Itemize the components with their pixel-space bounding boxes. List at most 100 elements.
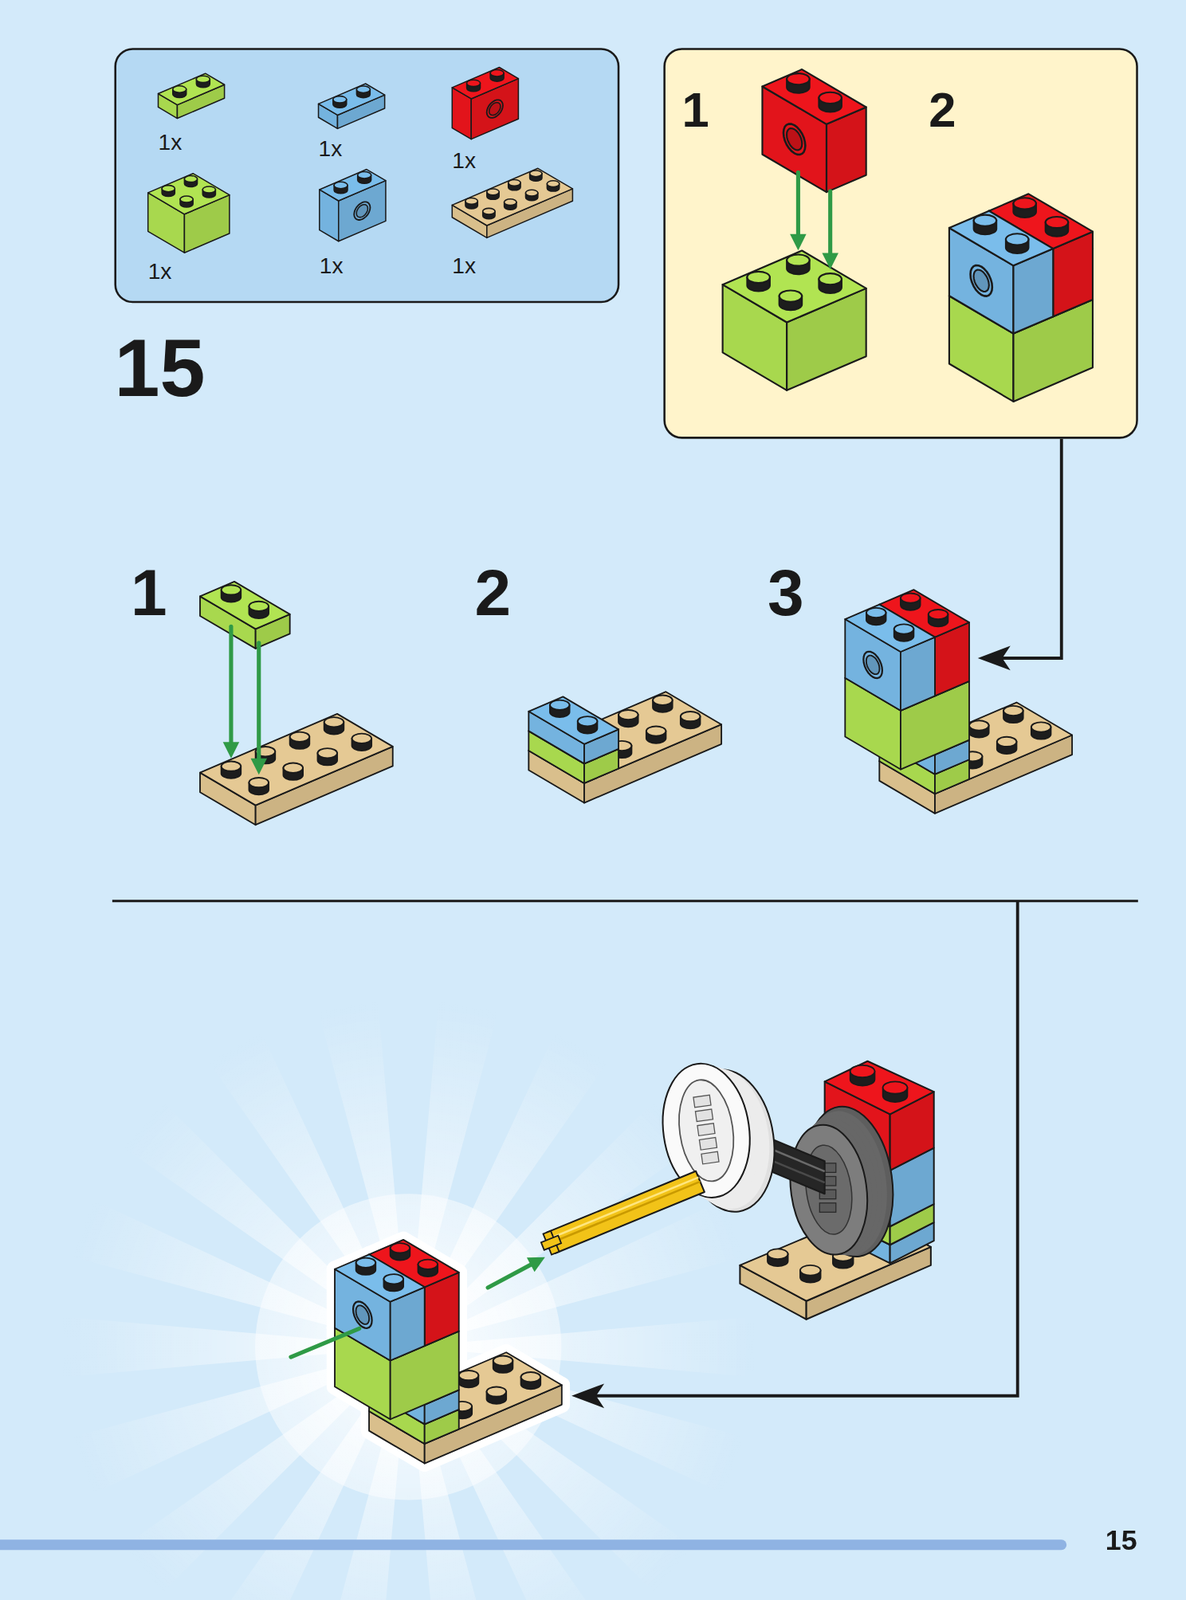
stud-top <box>483 208 495 215</box>
callout-step-number: 1 <box>681 86 709 135</box>
stud-top <box>680 711 701 722</box>
stud-top <box>493 1356 514 1367</box>
stud-top <box>521 1372 542 1383</box>
motion-arrowhead <box>789 234 806 251</box>
brick-face <box>200 581 291 629</box>
brick-face <box>424 1385 562 1464</box>
stud-top <box>490 69 504 76</box>
pulley-hub <box>697 1123 715 1137</box>
stud-top <box>248 777 269 788</box>
stud-top <box>767 1248 789 1260</box>
pulley-hub <box>695 1109 713 1123</box>
stud-top <box>324 717 345 727</box>
stud-top <box>530 170 542 177</box>
stud-top <box>383 1274 404 1285</box>
step-number: 15 <box>113 327 205 409</box>
stud-top <box>493 1356 514 1367</box>
axle-end <box>538 1229 565 1257</box>
stud-top <box>465 198 478 205</box>
stud-top <box>467 79 481 87</box>
brick-face <box>334 1254 425 1302</box>
stud-top <box>202 186 216 193</box>
page-number: 15 <box>1105 1527 1138 1556</box>
panel-illustration <box>116 50 618 302</box>
stud-top <box>390 1243 411 1253</box>
stud-top <box>352 734 373 744</box>
stud-top <box>390 1243 411 1253</box>
motion-arrow <box>796 172 801 238</box>
step-illustrations <box>200 581 1073 825</box>
stud-top <box>786 254 809 266</box>
stud-top <box>1005 233 1029 245</box>
stud-top <box>459 1370 480 1381</box>
stud-top <box>646 726 667 736</box>
brick-face <box>451 168 573 226</box>
brick-face <box>528 696 619 744</box>
brick-face <box>318 83 385 115</box>
stud-top <box>779 290 802 302</box>
technic-hole <box>353 201 370 220</box>
stud-top <box>172 86 187 93</box>
stud-top <box>508 180 521 187</box>
brick-face <box>934 735 1073 814</box>
stud-top <box>969 720 990 731</box>
stud-top <box>577 716 598 727</box>
technic-hole <box>486 99 503 118</box>
axle-end <box>541 1236 562 1251</box>
stud-top <box>383 1274 404 1285</box>
callout-step-number: 2 <box>928 86 956 135</box>
stud-top <box>894 624 915 634</box>
technic-hole-inner <box>786 128 802 150</box>
brick-face <box>528 691 722 784</box>
panel-illustration <box>665 50 1136 437</box>
stud-top <box>928 609 949 620</box>
stud-top <box>184 176 197 183</box>
callout-leader <box>593 901 1018 1397</box>
stud-top <box>196 75 210 83</box>
stud-top <box>486 1386 507 1397</box>
pulley-part <box>672 1076 740 1186</box>
illustration-part <box>334 1240 562 1465</box>
stud-top <box>818 92 841 104</box>
stud-top <box>618 710 639 720</box>
stud-top <box>248 601 269 612</box>
brick-face <box>722 251 867 323</box>
motion-arrowhead <box>526 1257 546 1273</box>
brick-face <box>200 714 393 806</box>
pulley-part <box>781 1119 876 1261</box>
pulley-model <box>538 1058 935 1320</box>
stud-top <box>504 199 517 206</box>
stud-top <box>900 593 921 603</box>
brick-face <box>148 173 230 215</box>
stud-top <box>866 608 887 618</box>
pulley-hub <box>699 1138 717 1151</box>
brick-face <box>844 604 935 652</box>
stud-top <box>652 695 673 706</box>
stud-top <box>850 1065 876 1078</box>
part-quantity: 1x <box>319 255 344 278</box>
brick-face <box>949 211 1053 267</box>
stud-top <box>746 271 770 283</box>
stud-top <box>549 700 570 711</box>
stud-top <box>221 761 242 771</box>
glow-rays <box>62 1001 754 1600</box>
callout-arrowhead <box>571 1383 605 1409</box>
part-quantity: 1x <box>451 255 476 278</box>
stud-top <box>786 73 809 85</box>
callout-leader <box>1000 439 1062 659</box>
substep-number: 2 <box>474 560 511 626</box>
motion-arrow <box>256 643 261 762</box>
illustration-part <box>334 1240 562 1465</box>
motion-arrowhead <box>821 253 838 270</box>
technic-hole-inner <box>356 204 368 218</box>
part-quantity: 1x <box>148 260 173 283</box>
stud-top <box>418 1260 439 1270</box>
stud-top <box>1045 216 1069 228</box>
sub-assembly-callout: 12 <box>663 47 1138 439</box>
stud-top <box>800 1265 821 1277</box>
stud-top <box>356 1258 377 1269</box>
parts-list-panel: 1x1x1x1x1x1x <box>113 47 620 303</box>
axle-groove <box>550 1182 700 1244</box>
stud-top <box>161 185 175 193</box>
stud-top <box>318 748 338 758</box>
